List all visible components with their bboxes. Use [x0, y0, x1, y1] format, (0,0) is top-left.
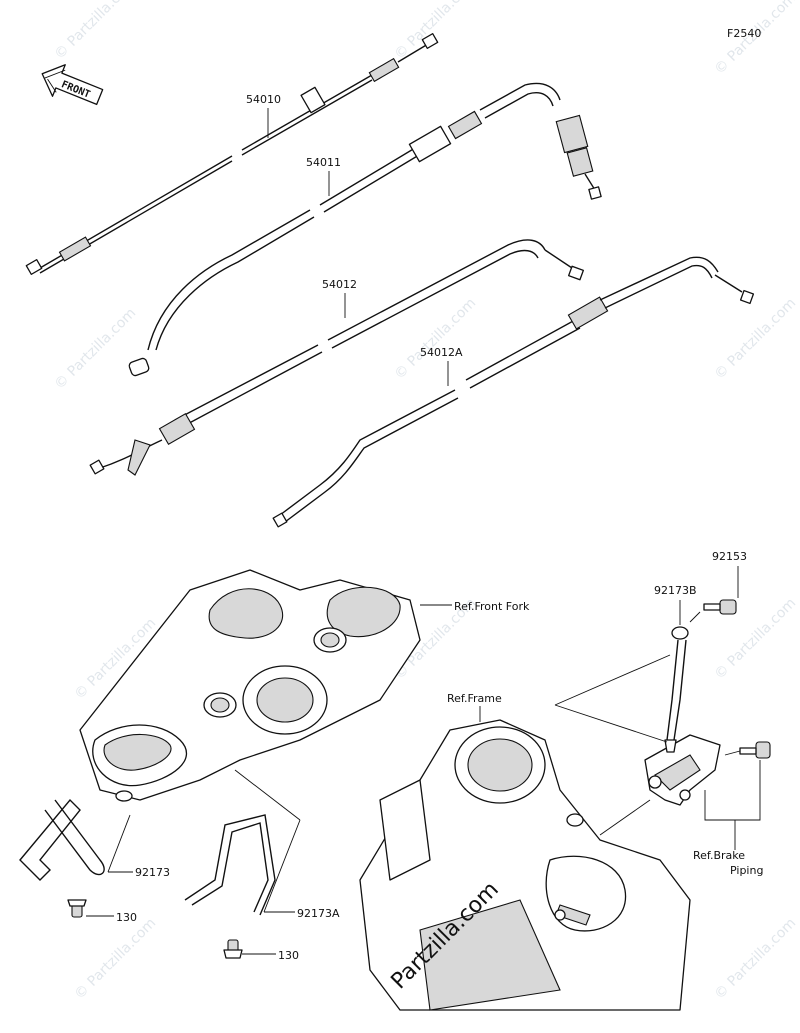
- clamp-92173B: [664, 626, 689, 753]
- watermark: © Partzilla.com: [712, 915, 800, 1003]
- cable-54012: [89, 239, 584, 476]
- part-label-92153: 92153: [712, 550, 747, 563]
- part-label-92173: 92173: [135, 866, 170, 879]
- ref-frame: Ref.Frame: [447, 692, 502, 705]
- bolt-lower-right: [739, 741, 771, 759]
- diagram-code: F2540: [727, 27, 761, 40]
- clip-92173: [19, 798, 105, 881]
- watermark: © Partzilla.com: [392, 0, 480, 63]
- brake-bracket: [644, 734, 721, 806]
- watermark: © Partzilla.com: [712, 295, 800, 383]
- bolt-130-upper: [67, 899, 87, 918]
- bolt-130-lower: [223, 939, 243, 959]
- ref-brake-line2: Piping: [730, 864, 763, 877]
- ref-brake-line1: Ref.Brake: [693, 849, 745, 862]
- part-label-92173A: 92173A: [297, 907, 340, 920]
- part-label-54010: 54010: [246, 93, 281, 106]
- cable-54010: [25, 33, 439, 275]
- part-label-130-upper: 130: [116, 911, 137, 924]
- part-label-54011: 54011: [306, 156, 341, 169]
- watermark: © Partzilla.com: [52, 305, 140, 393]
- part-label-54012A: 54012A: [420, 346, 463, 359]
- cable-54012A: [272, 256, 755, 528]
- part-label-130-lower: 130: [278, 949, 299, 962]
- watermark: © Partzilla.com: [392, 295, 480, 383]
- part-label-92173B: 92173B: [654, 584, 697, 597]
- watermark: © Partzilla.com: [52, 0, 140, 63]
- front-arrow-icon: FRONT: [41, 64, 104, 106]
- watermark: © Partzilla.com: [72, 915, 160, 1003]
- frame-head-tube: [359, 719, 691, 1011]
- ref-front-fork: Ref.Front Fork: [454, 600, 530, 613]
- bolt-92153: [703, 599, 737, 615]
- cable-54011: [128, 82, 602, 377]
- top-bridge-assembly: [79, 569, 421, 802]
- clip-92173A: [184, 814, 276, 916]
- part-label-54012: 54012: [322, 278, 357, 291]
